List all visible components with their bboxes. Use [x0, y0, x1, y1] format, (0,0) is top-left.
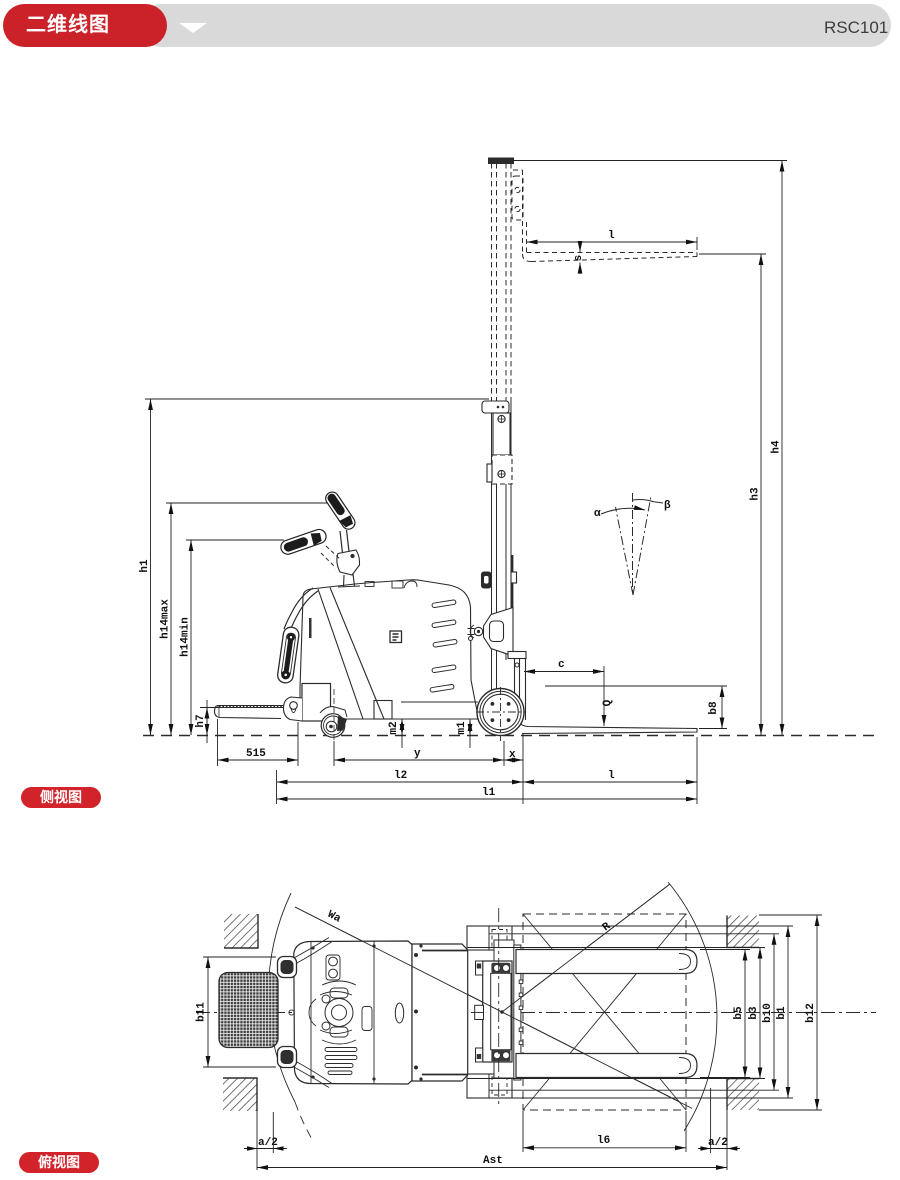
svg-text:Q: Q	[602, 699, 614, 706]
svg-text:c: c	[558, 659, 565, 671]
svg-text:Wa: Wa	[325, 909, 343, 926]
svg-text:b5: b5	[733, 1006, 745, 1020]
svg-text:h4: h4	[771, 440, 783, 454]
svg-text:l: l	[608, 770, 615, 782]
svg-text:b12: b12	[805, 1003, 817, 1023]
svg-text:s: s	[573, 255, 585, 262]
svg-text:h1: h1	[139, 559, 151, 573]
svg-text:b3: b3	[748, 1006, 760, 1020]
svg-text:h7: h7	[195, 714, 207, 727]
svg-text:Ast: Ast	[483, 1155, 503, 1167]
svg-text:l6: l6	[597, 1135, 610, 1147]
svg-text:b11: b11	[196, 1002, 208, 1022]
svg-text:m1: m1	[456, 721, 468, 735]
svg-text:l: l	[608, 230, 615, 242]
svg-text:m2: m2	[388, 721, 400, 734]
svg-text:515: 515	[246, 748, 266, 760]
svg-text:b8: b8	[708, 701, 720, 715]
svg-text:b10: b10	[762, 1003, 774, 1023]
svg-text:R: R	[601, 920, 614, 934]
svg-text:l2: l2	[394, 770, 407, 782]
svg-text:b1: b1	[776, 1006, 788, 1020]
svg-text:a/2: a/2	[258, 1137, 278, 1149]
svg-text:l1: l1	[482, 787, 496, 799]
svg-text:y: y	[414, 748, 421, 760]
svg-text:β: β	[664, 500, 671, 512]
svg-text:h14min: h14min	[180, 617, 192, 657]
svg-text:a/2: a/2	[708, 1137, 728, 1149]
svg-text:x: x	[509, 749, 516, 761]
svg-text:h3: h3	[750, 487, 762, 501]
svg-text:α: α	[594, 508, 601, 520]
svg-text:h14max: h14max	[160, 599, 172, 639]
